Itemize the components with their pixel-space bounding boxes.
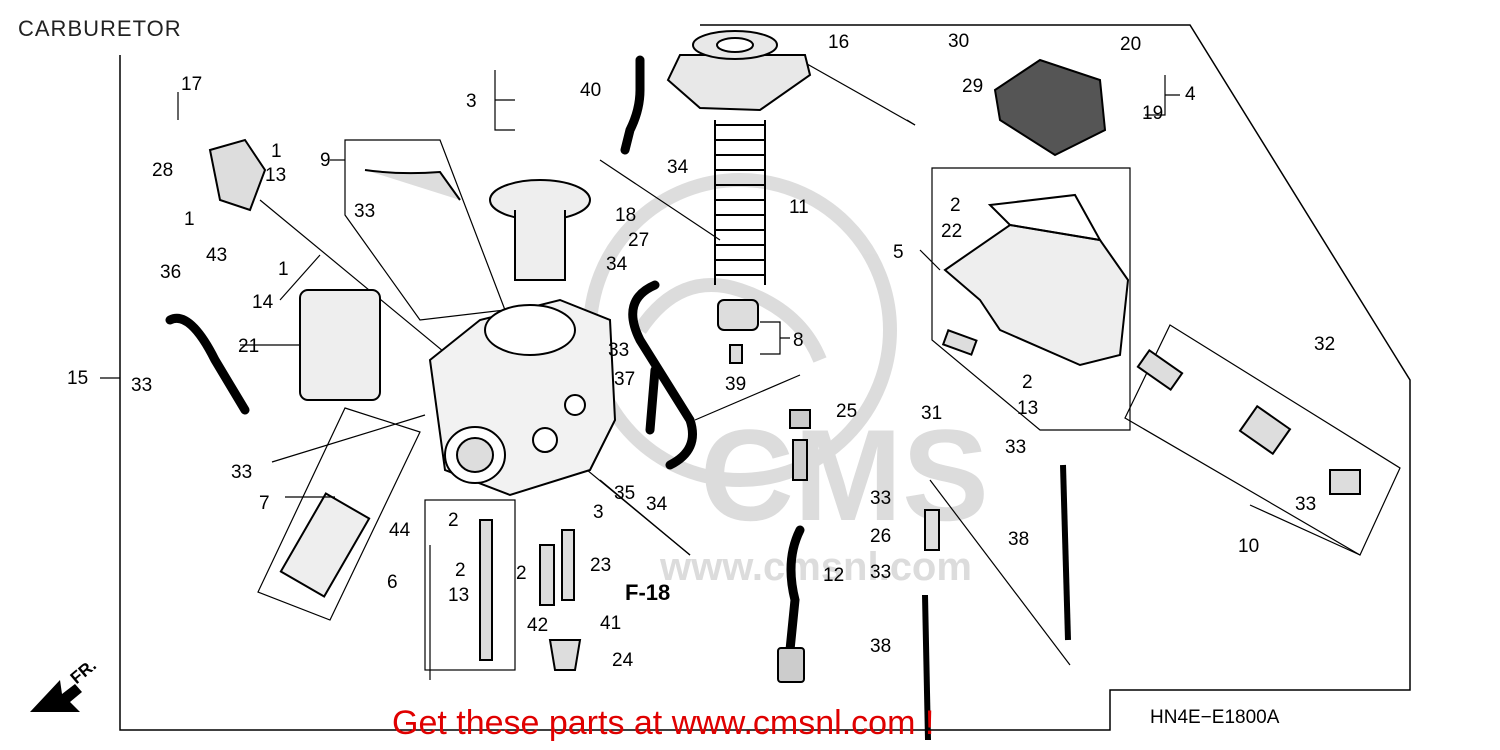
group-6-frame xyxy=(424,499,516,671)
callout-2: 2 xyxy=(455,560,466,581)
callout-13: 13 xyxy=(1017,398,1039,419)
callout-34: 34 xyxy=(667,157,689,178)
callout-25: 25 xyxy=(836,401,858,422)
callout-43: 43 xyxy=(206,245,228,266)
watermark-cms: CMS www.cmsnl.com xyxy=(659,402,989,589)
small-parts xyxy=(208,138,1361,671)
callout-15: 15 xyxy=(67,368,89,389)
callout-9: 9 xyxy=(320,150,331,171)
callout-10: 10 xyxy=(1238,536,1260,557)
callout-1: 1 xyxy=(278,259,289,280)
callout-17: 17 xyxy=(181,74,203,95)
callout-16: 16 xyxy=(828,32,850,53)
callout-2: 2 xyxy=(516,563,527,584)
carburetor-body xyxy=(428,298,617,497)
callout-23: 23 xyxy=(590,555,612,576)
callout-28: 28 xyxy=(152,160,174,181)
drain-tubes xyxy=(922,464,1071,741)
connector xyxy=(777,409,811,683)
callout-7: 7 xyxy=(259,493,270,514)
callout-38: 38 xyxy=(1008,529,1030,550)
callout-33: 33 xyxy=(231,462,253,483)
callout-34: 34 xyxy=(606,254,628,275)
callout-13: 13 xyxy=(265,165,287,186)
callout-42: 42 xyxy=(527,615,549,636)
hoses xyxy=(165,55,805,655)
group-9-frame xyxy=(344,139,506,321)
callout-2: 2 xyxy=(1022,372,1033,393)
callout-24: 24 xyxy=(612,650,634,671)
callout-2: 2 xyxy=(950,195,961,216)
promo-link[interactable]: Get these parts at www.cmsnl.com ! xyxy=(392,704,935,742)
callout-37: 37 xyxy=(614,369,636,390)
float-chamber xyxy=(943,193,1130,367)
callout-1: 1 xyxy=(271,141,282,162)
callout-3: 3 xyxy=(466,91,477,112)
diagram-code: HN4E−E1800A xyxy=(1150,707,1280,728)
callout-31: 31 xyxy=(921,403,943,424)
callout-4: 4 xyxy=(1185,84,1196,105)
callout-22: 22 xyxy=(941,221,963,242)
callout-44: 44 xyxy=(389,520,411,541)
callout-39: 39 xyxy=(725,374,747,395)
callout-14: 14 xyxy=(252,292,274,313)
callout-29: 29 xyxy=(962,76,984,97)
top-cap xyxy=(666,30,812,112)
front-arrow xyxy=(30,680,82,712)
callout-35: 35 xyxy=(614,483,636,504)
callout-12: 12 xyxy=(823,565,845,586)
callout-21: 21 xyxy=(238,336,260,357)
callout-33: 33 xyxy=(608,340,630,361)
callout-5: 5 xyxy=(893,242,904,263)
callout-20: 20 xyxy=(1120,34,1142,55)
svg-text:www.cmsnl.com: www.cmsnl.com xyxy=(659,545,972,589)
callout-30: 30 xyxy=(948,31,970,52)
spring xyxy=(714,120,766,285)
callout-41: 41 xyxy=(600,613,622,634)
callout-36: 36 xyxy=(160,262,182,283)
group-5-frame xyxy=(931,167,1131,431)
leader-lines xyxy=(100,70,1361,680)
callout-33: 33 xyxy=(354,201,376,222)
callout-33: 33 xyxy=(1005,437,1027,458)
diagram-title: CARBURETOR xyxy=(18,16,182,41)
svg-text:CMS: CMS xyxy=(700,402,989,548)
vacuum-piston xyxy=(717,299,759,364)
callout-11: 11 xyxy=(789,197,809,218)
callout-33: 33 xyxy=(870,562,892,583)
callout-26: 26 xyxy=(870,526,892,547)
callout-38: 38 xyxy=(870,636,892,657)
callout-32: 32 xyxy=(1314,334,1336,355)
callout-40: 40 xyxy=(580,80,602,101)
callout-13: 13 xyxy=(448,585,470,606)
callout-1: 1 xyxy=(184,209,195,230)
callout-33: 33 xyxy=(1295,494,1317,515)
callout-3: 3 xyxy=(593,502,604,523)
outer-frame xyxy=(119,24,1411,731)
callout-8: 8 xyxy=(793,330,804,351)
callout-6: 6 xyxy=(387,572,398,593)
ref-label-f18: F-18 xyxy=(625,580,671,605)
callout-33: 33 xyxy=(870,488,892,509)
callout-27: 27 xyxy=(628,230,650,251)
callout-2: 2 xyxy=(448,510,459,531)
diaphragm xyxy=(489,179,591,281)
callout-19: 19 xyxy=(1142,103,1164,124)
callout-18: 18 xyxy=(615,205,637,226)
callout-33: 33 xyxy=(131,375,153,396)
choke-knob xyxy=(993,58,1107,157)
callout-34: 34 xyxy=(646,494,668,515)
